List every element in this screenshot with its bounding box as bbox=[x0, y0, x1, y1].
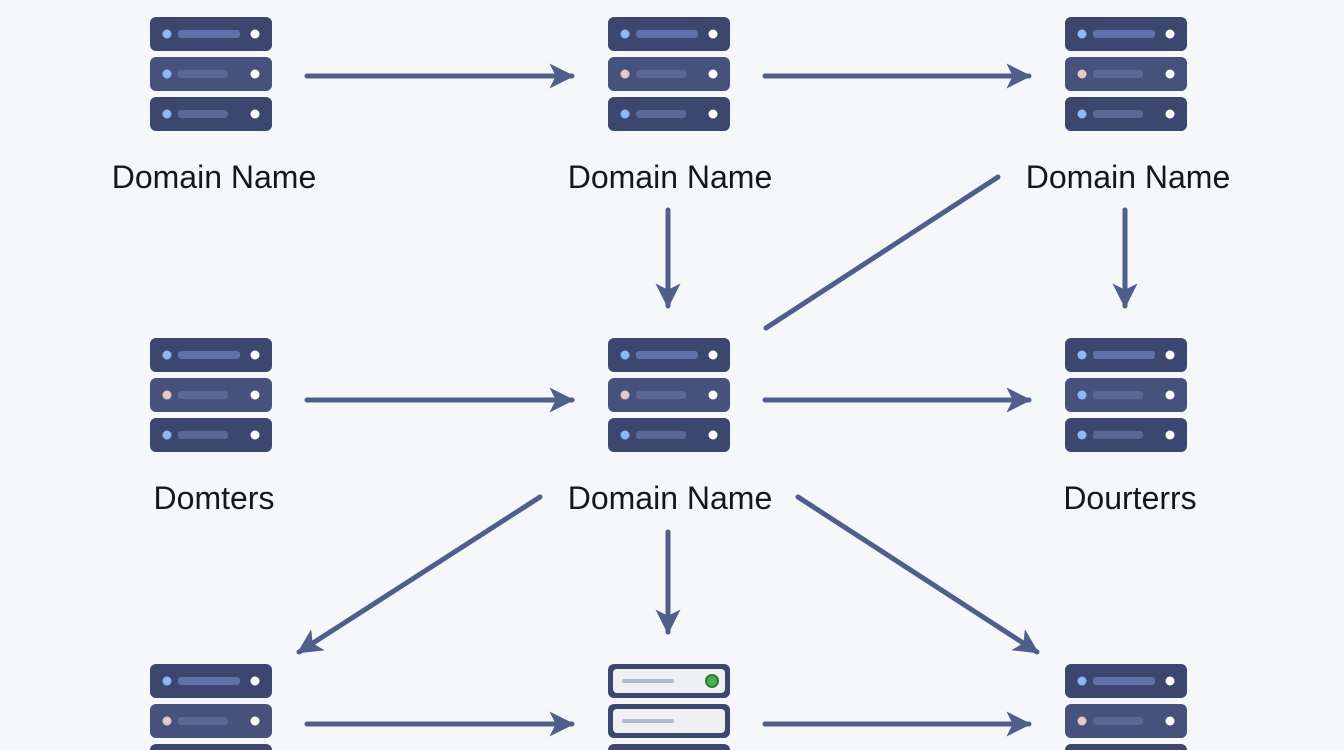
power-led bbox=[250, 390, 260, 400]
rack-slot bbox=[178, 677, 240, 685]
node-label-n3: Domain Name bbox=[1026, 159, 1231, 195]
power-led bbox=[250, 109, 260, 119]
node-label-n6: Dourterrs bbox=[1063, 480, 1196, 516]
server-rack-icon bbox=[150, 17, 272, 131]
power-led bbox=[1165, 390, 1175, 400]
power-led bbox=[1165, 716, 1175, 726]
server-rack-icon bbox=[608, 17, 730, 131]
power-led bbox=[1165, 69, 1175, 79]
rack-slot bbox=[178, 351, 240, 359]
status-led bbox=[162, 430, 172, 440]
status-led bbox=[620, 390, 630, 400]
power-led bbox=[708, 109, 718, 119]
rack-slot bbox=[178, 391, 228, 399]
status-led bbox=[705, 674, 719, 688]
status-led bbox=[1077, 430, 1087, 440]
status-led bbox=[162, 29, 172, 39]
rack-slot bbox=[636, 431, 686, 439]
nodes-layer bbox=[150, 17, 1187, 750]
power-led bbox=[1165, 109, 1175, 119]
power-led bbox=[708, 390, 718, 400]
rack-slot bbox=[636, 110, 686, 118]
status-led bbox=[620, 109, 630, 119]
rack-slot bbox=[636, 70, 686, 78]
rack-slot bbox=[178, 110, 228, 118]
power-led bbox=[1165, 676, 1175, 686]
server-rack-light-icon bbox=[608, 664, 730, 750]
rack-slot bbox=[1093, 431, 1143, 439]
power-led bbox=[250, 29, 260, 39]
server-rack-icon bbox=[1065, 338, 1187, 452]
power-led bbox=[1165, 350, 1175, 360]
status-led bbox=[162, 716, 172, 726]
rack-slot bbox=[636, 30, 698, 38]
rack-slot bbox=[1093, 717, 1143, 725]
server-rack-icon bbox=[150, 338, 272, 452]
power-led bbox=[250, 350, 260, 360]
status-led bbox=[162, 69, 172, 79]
rack-slot bbox=[178, 717, 228, 725]
status-led bbox=[1077, 716, 1087, 726]
status-led bbox=[1077, 390, 1087, 400]
labels-layer: Domain Name Domain Name Domain Name Domt… bbox=[112, 159, 1231, 516]
rack-slot bbox=[636, 351, 698, 359]
status-led bbox=[620, 29, 630, 39]
node-label-n2: Domain Name bbox=[568, 159, 773, 195]
server-rack-icon bbox=[150, 664, 272, 750]
rack-unit bbox=[1065, 744, 1187, 750]
rack-slot bbox=[1093, 30, 1155, 38]
power-led bbox=[250, 676, 260, 686]
node-label-n4: Domters bbox=[154, 480, 275, 516]
status-led bbox=[620, 69, 630, 79]
edge-n5-n7 bbox=[296, 494, 543, 655]
power-led bbox=[708, 430, 718, 440]
rack-slot bbox=[178, 70, 228, 78]
rack-unit bbox=[608, 744, 730, 750]
status-led bbox=[1077, 350, 1087, 360]
status-led bbox=[162, 390, 172, 400]
status-led bbox=[162, 350, 172, 360]
node-label-n5: Domain Name bbox=[568, 480, 773, 516]
status-led bbox=[1077, 29, 1087, 39]
power-led bbox=[250, 430, 260, 440]
power-led bbox=[1165, 29, 1175, 39]
status-led bbox=[162, 676, 172, 686]
rack-slot bbox=[622, 679, 674, 683]
server-rack-icon bbox=[1065, 17, 1187, 131]
node-label-n1: Domain Name bbox=[112, 159, 317, 195]
rack-slot bbox=[178, 431, 228, 439]
power-led bbox=[1165, 430, 1175, 440]
status-led bbox=[162, 109, 172, 119]
rack-slot bbox=[178, 30, 240, 38]
power-led bbox=[250, 716, 260, 726]
power-led bbox=[708, 350, 718, 360]
power-led bbox=[708, 69, 718, 79]
edges-layer bbox=[296, 63, 1138, 737]
server-rack-icon bbox=[1065, 664, 1187, 750]
status-led bbox=[1077, 676, 1087, 686]
rack-slot bbox=[1093, 677, 1155, 685]
edge-n5-n3 bbox=[763, 174, 1001, 331]
rack-slot bbox=[622, 719, 674, 723]
rack-slot bbox=[1093, 110, 1143, 118]
rack-slot bbox=[1093, 70, 1143, 78]
status-led bbox=[1077, 109, 1087, 119]
edge-n5-n9 bbox=[795, 494, 1040, 655]
status-led bbox=[1077, 69, 1087, 79]
status-led bbox=[620, 350, 630, 360]
power-led bbox=[250, 69, 260, 79]
server-rack-icon bbox=[608, 338, 730, 452]
rack-unit bbox=[150, 744, 272, 750]
rack-slot bbox=[1093, 391, 1143, 399]
rack-slot bbox=[1093, 351, 1155, 359]
rack-slot bbox=[636, 391, 686, 399]
power-led bbox=[708, 29, 718, 39]
status-led bbox=[620, 430, 630, 440]
